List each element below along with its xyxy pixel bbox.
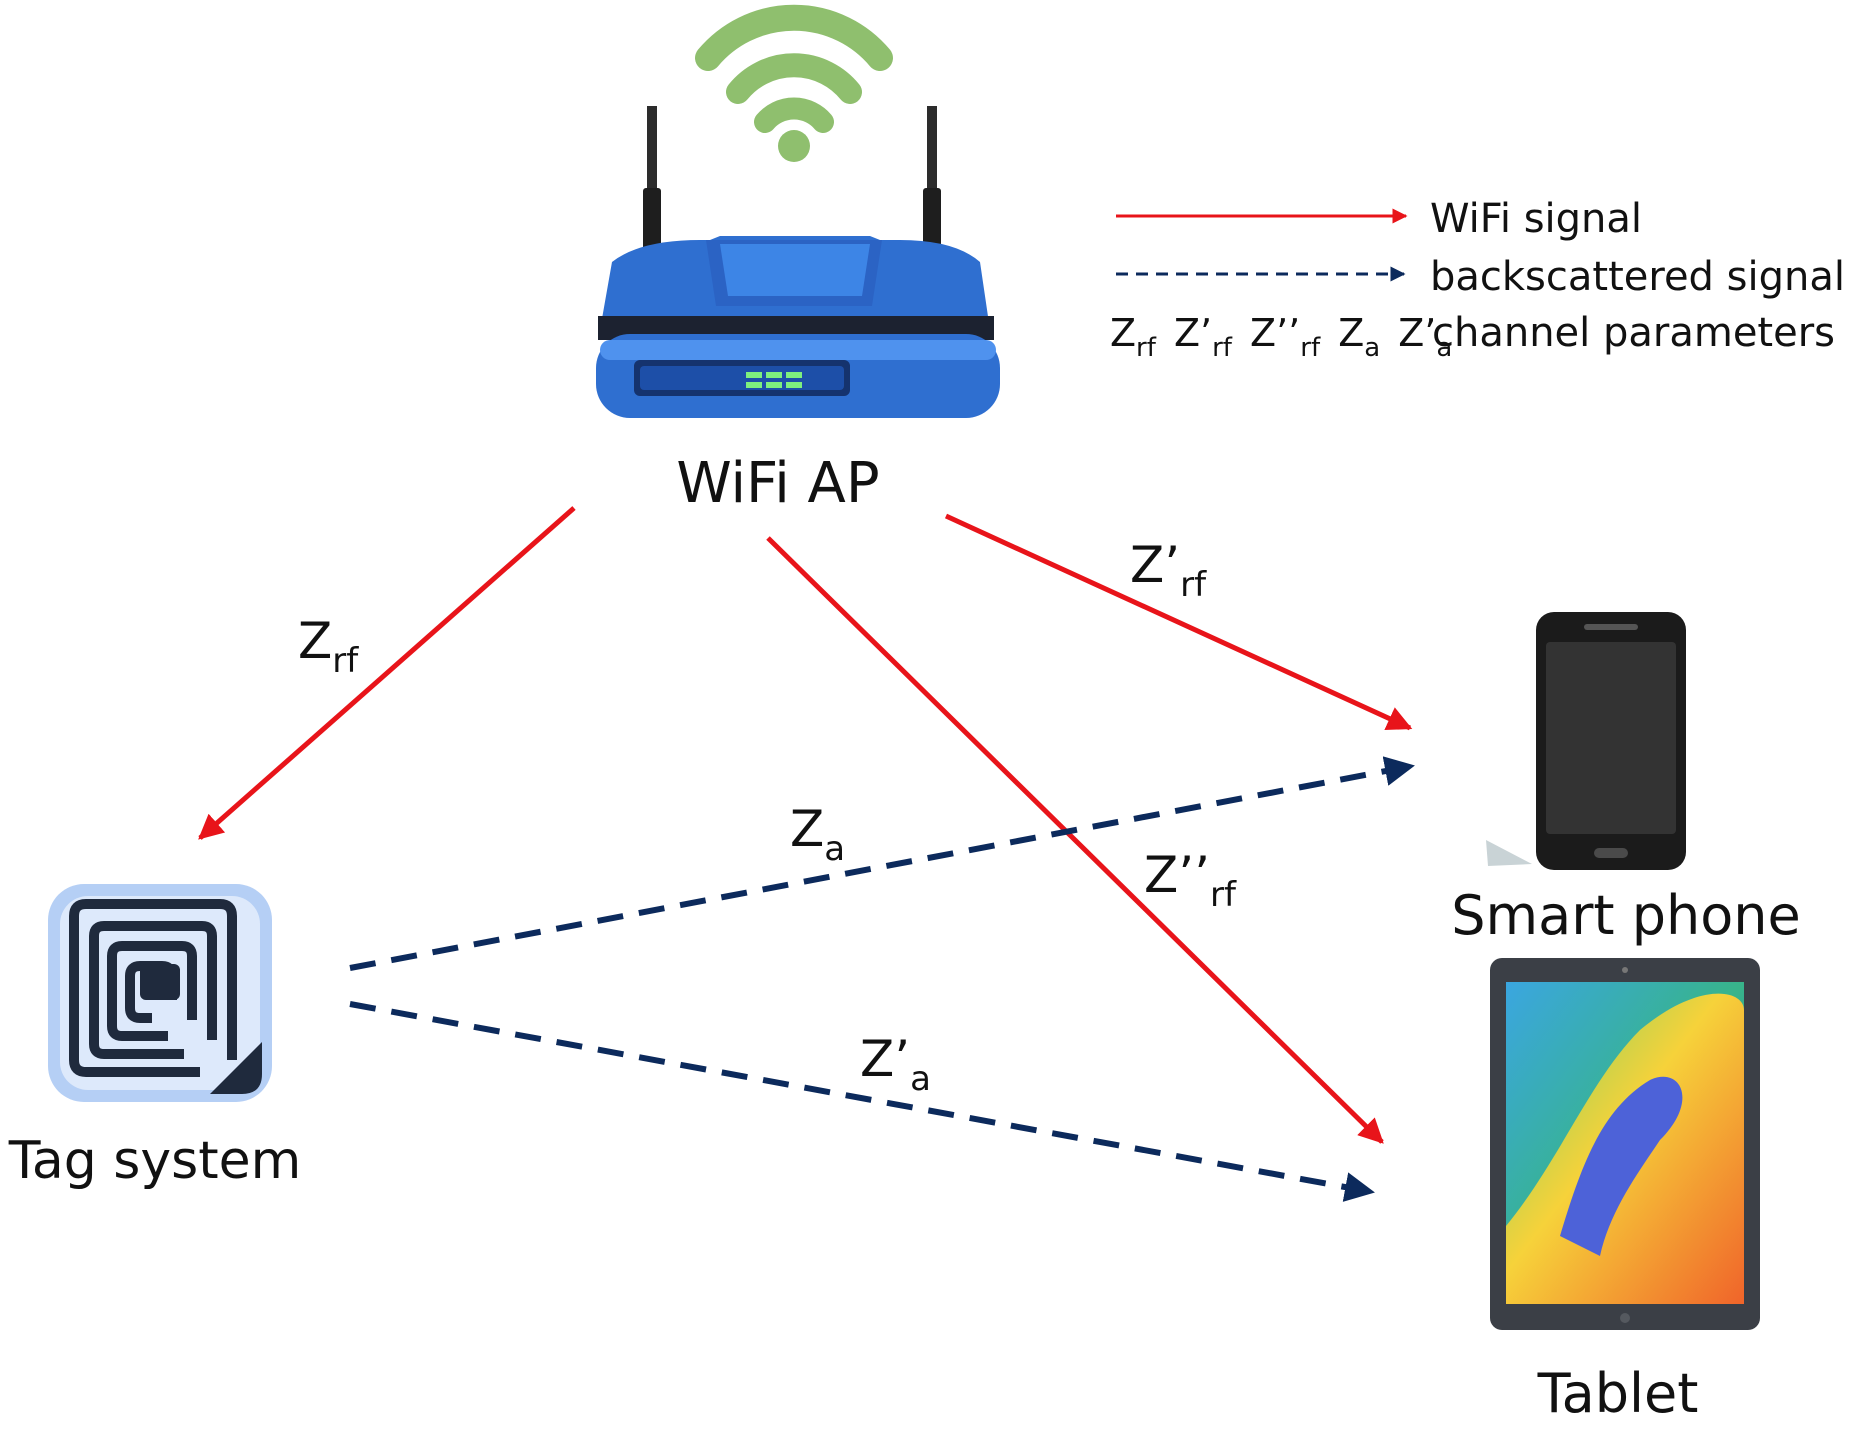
- label-tag-to-tablet: Z’a: [860, 1030, 931, 1099]
- legend-channel-parameters-label: channel parameters: [1432, 310, 1835, 356]
- smartphone-icon: [1486, 612, 1686, 870]
- rfid-tag-icon: [48, 884, 272, 1102]
- wifi-router-icon: [596, 4, 1000, 418]
- label-tag-to-phone: Za: [790, 800, 845, 869]
- legend-backscattered-label: backscattered signal: [1430, 254, 1845, 300]
- smart-phone-label: Smart phone: [1451, 884, 1801, 947]
- label-ap-to-tablet: Z’’rf: [1144, 846, 1237, 915]
- tag-system-label: Tag system: [8, 1131, 302, 1191]
- legend-wifi-signal-label: WiFi signal: [1430, 196, 1642, 242]
- tablet-icon: [1490, 958, 1760, 1330]
- wifi-ap-label: WiFi AP: [676, 451, 879, 516]
- legend: WiFi signal backscattered signal Zrf Z’r…: [1110, 196, 1845, 365]
- backscatter-arrow-tag-to-tablet: [349, 1001, 1375, 1202]
- wifi-waves-icon: [695, 4, 893, 133]
- signal-arrow-ap-to-phone: [944, 513, 1413, 731]
- label-ap-to-phone: Z’rf: [1130, 536, 1207, 605]
- label-ap-to-tag: Zrf: [298, 612, 359, 681]
- signal-arrow-ap-to-tag: [198, 506, 576, 840]
- legend-params: Zrf Z’rf Z’’rf Za Z’a: [1110, 311, 1452, 365]
- backscatter-arrow-tag-to-phone: [349, 756, 1415, 971]
- tablet-label: Tablet: [1537, 1362, 1699, 1425]
- signal-arrow-ap-to-tablet: [766, 536, 1384, 1144]
